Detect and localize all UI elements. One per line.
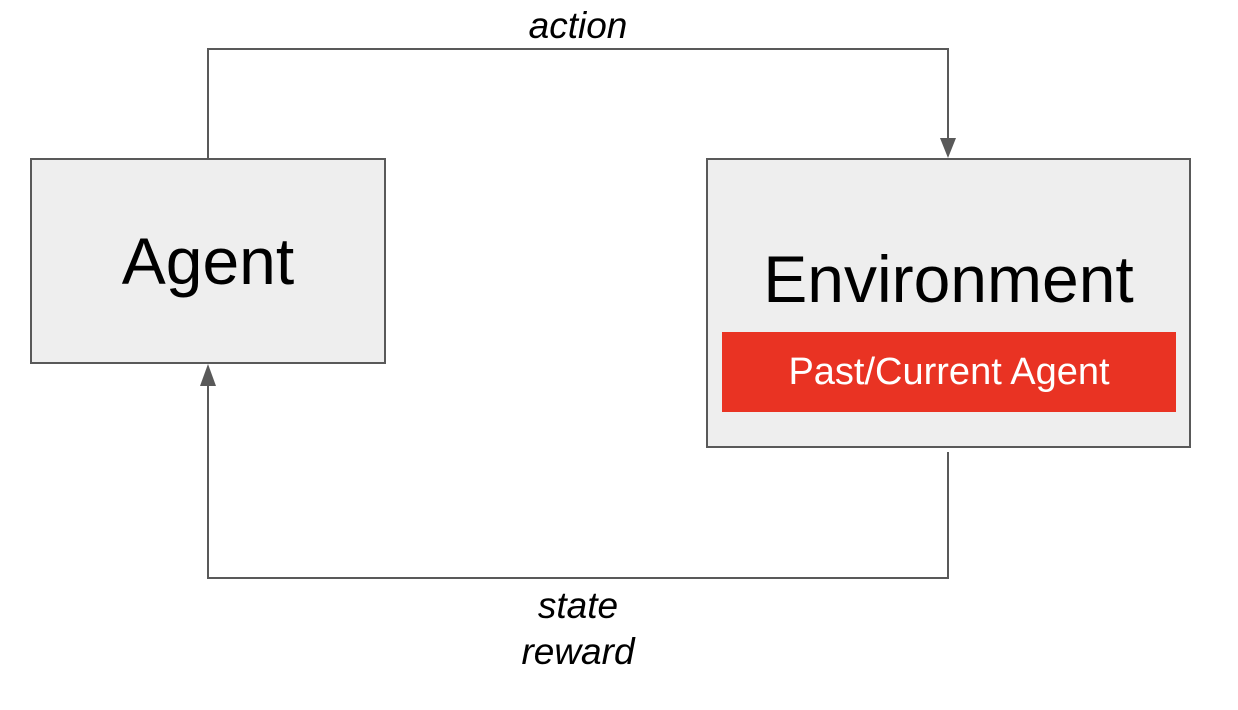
agent-node: Agent — [30, 158, 386, 364]
feedback-edge-line — [207, 384, 949, 579]
reward-edge-label: reward — [521, 631, 635, 672]
action-edge-line — [207, 48, 949, 158]
environment-node: Environment Past/Current Agent — [706, 158, 1191, 448]
past-current-agent-block: Past/Current Agent — [722, 332, 1176, 412]
agent-node-label: Agent — [121, 224, 295, 298]
action-edge-label: action — [528, 5, 628, 46]
environment-node-label: Environment — [763, 242, 1134, 316]
past-current-agent-label: Past/Current Agent — [788, 351, 1110, 393]
action-arrowhead — [940, 138, 956, 158]
feedback-arrowhead — [200, 364, 216, 386]
state-edge-label: state — [537, 585, 619, 626]
